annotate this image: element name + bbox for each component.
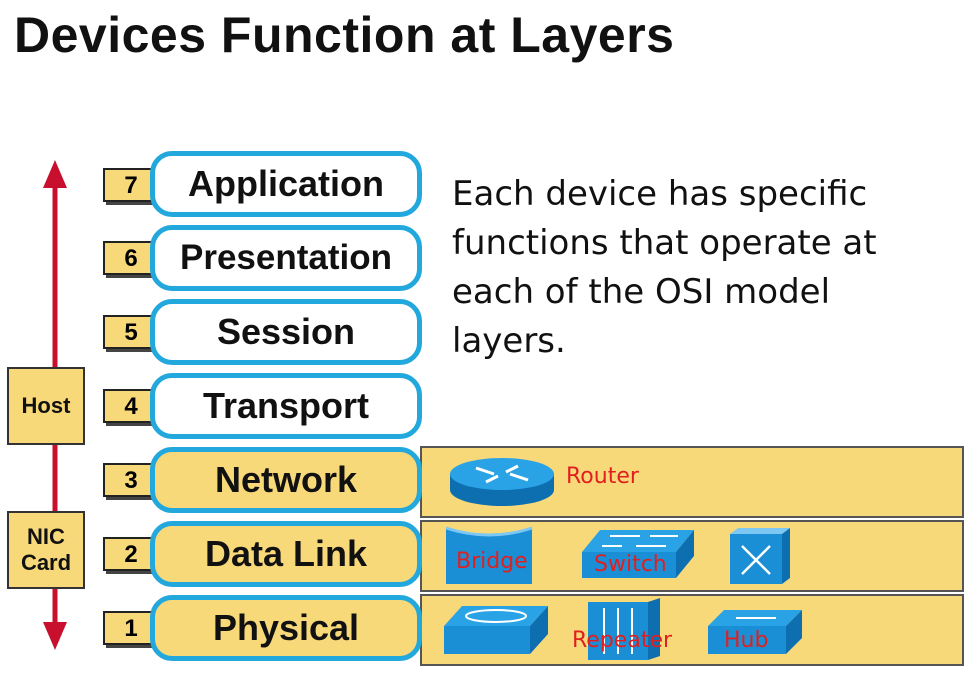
repeater-icon bbox=[588, 598, 660, 660]
switch-label: Switch bbox=[594, 552, 667, 577]
switch-icon bbox=[582, 530, 694, 578]
host-label: Host bbox=[7, 367, 85, 445]
router-icon bbox=[450, 458, 554, 506]
layer-network: Network bbox=[150, 447, 422, 513]
layer-data-link: Data Link bbox=[150, 521, 422, 587]
bridge-label: Bridge bbox=[456, 549, 528, 574]
layer-number-3: 3 bbox=[103, 463, 159, 497]
layer-physical: Physical bbox=[150, 595, 422, 661]
layer-number-5: 5 bbox=[103, 315, 159, 349]
layer-transport: Transport bbox=[150, 373, 422, 439]
hub-label: Hub bbox=[724, 628, 769, 653]
nic-card-label: NIC Card bbox=[7, 511, 85, 589]
page-title: Devices Function at Layers bbox=[14, 7, 675, 63]
description-text: Each device has specific functions that … bbox=[452, 174, 877, 361]
multilayer-switch-icon bbox=[730, 528, 790, 584]
bridge-icon bbox=[445, 526, 533, 584]
layer-presentation: Presentation bbox=[150, 225, 422, 291]
hub-icon bbox=[708, 610, 802, 654]
router-label: Router bbox=[566, 464, 639, 489]
layer-application: Application bbox=[150, 151, 422, 217]
nic-card-text: NIC Card bbox=[20, 524, 72, 575]
layer-number-4: 4 bbox=[103, 389, 159, 423]
layer-number-6: 6 bbox=[103, 241, 159, 275]
layer-number-7: 7 bbox=[103, 168, 159, 202]
repeater-label: Repeater bbox=[572, 628, 673, 653]
layer-session: Session bbox=[150, 299, 422, 365]
transceiver-icon bbox=[444, 606, 548, 654]
